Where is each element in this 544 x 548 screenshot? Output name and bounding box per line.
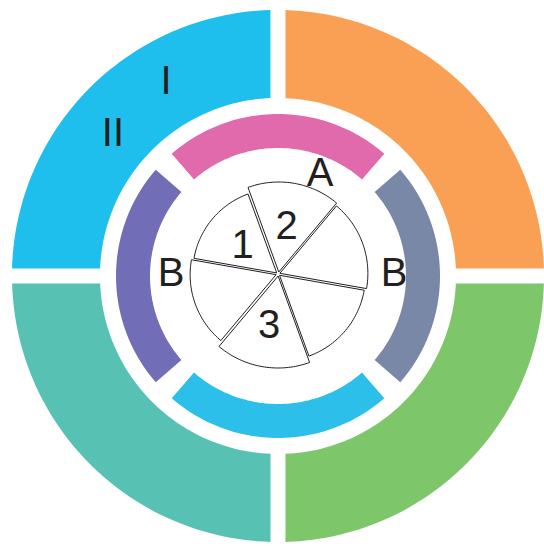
callout-number: 3	[258, 304, 280, 344]
part-letter: B	[158, 252, 185, 292]
part-letter: B	[381, 252, 408, 292]
inner-arc	[375, 170, 440, 383]
inner-arc	[172, 373, 385, 438]
petal-sector	[248, 182, 337, 272]
petal-sector: 2	[248, 182, 337, 272]
callout-number: 1	[231, 224, 253, 264]
roman-numeral: II	[102, 112, 124, 152]
inner-arc	[172, 114, 385, 179]
petal-sector: 3	[219, 276, 310, 368]
petal-sector	[219, 276, 310, 368]
quadrant-band	[12, 10, 270, 268]
callout-number: 2	[275, 205, 297, 245]
roman-numeral: I	[160, 60, 171, 100]
part-letter: A	[307, 152, 334, 192]
